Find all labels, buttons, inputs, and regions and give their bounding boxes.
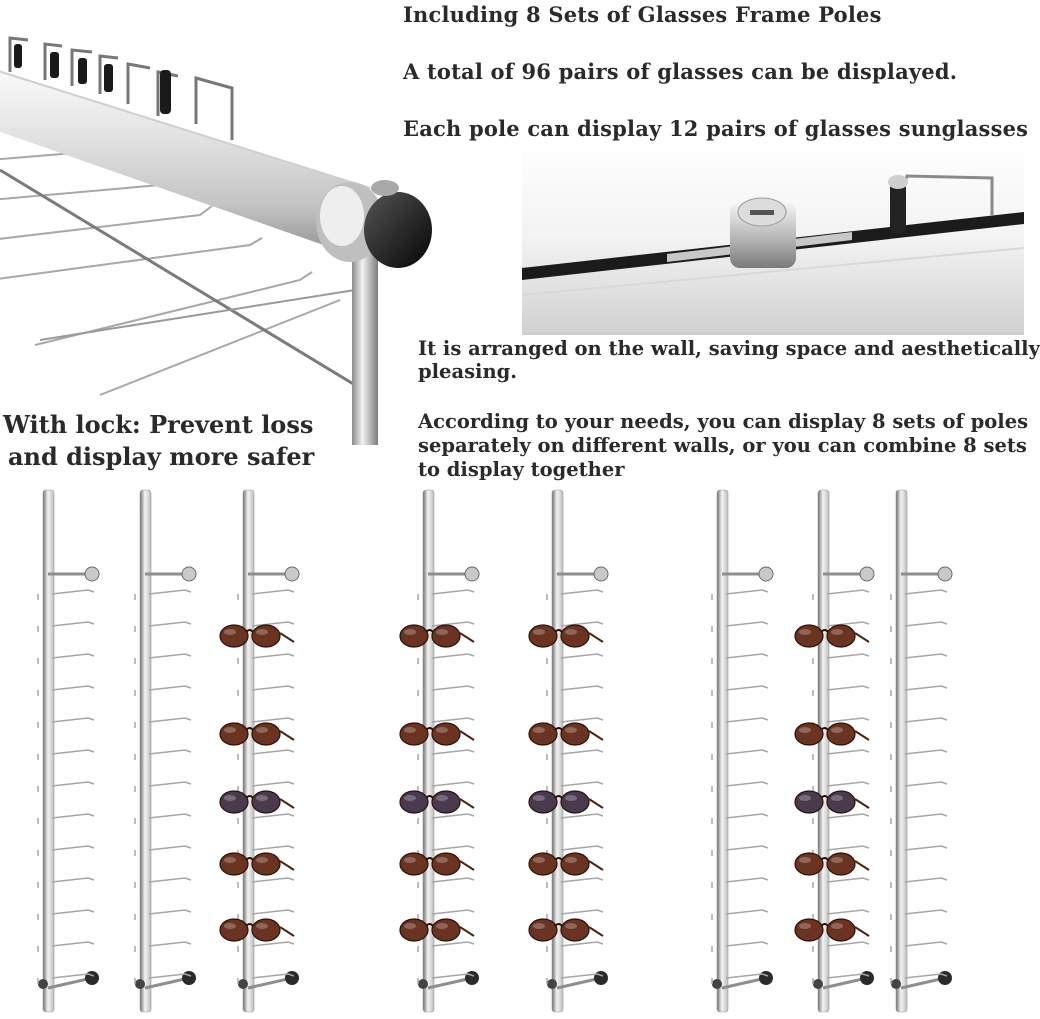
sunglasses	[528, 852, 604, 876]
display-pole	[711, 489, 774, 1013]
lock-closeup-photo	[521, 140, 1025, 335]
sunglasses	[219, 852, 295, 876]
sunglasses	[219, 790, 295, 814]
display-pole	[528, 489, 609, 1013]
headline-line-2: A total of 96 pairs of glasses can be di…	[403, 59, 958, 84]
sunglasses	[794, 624, 870, 648]
sunglasses	[528, 790, 604, 814]
sunglasses	[219, 722, 295, 746]
wall-note-line-2: pleasing.	[418, 360, 518, 383]
display-pole	[890, 489, 953, 1013]
sunglasses	[219, 624, 295, 648]
combine-note-line-1: According to your needs, you can display…	[418, 410, 1029, 433]
display-pole	[37, 489, 100, 1013]
sunglasses	[528, 722, 604, 746]
display-pole	[219, 489, 300, 1013]
sunglasses	[794, 790, 870, 814]
sunglasses	[794, 852, 870, 876]
sunglasses	[219, 918, 295, 942]
sunglasses	[528, 624, 604, 648]
display-pole	[134, 489, 197, 1013]
poles-display-photo	[0, 484, 1024, 1019]
pole-end-closeup-photo	[0, 0, 432, 445]
display-pole	[794, 489, 875, 1013]
sunglasses	[399, 722, 475, 746]
headline-line-1: Including 8 Sets of Glasses Frame Poles	[403, 2, 882, 27]
sunglasses	[794, 722, 870, 746]
sunglasses	[399, 918, 475, 942]
headline-line-3: Each pole can display 12 pairs of glasse…	[403, 116, 1029, 141]
wall-note-line-1: It is arranged on the wall, saving space…	[418, 337, 1040, 360]
sunglasses	[399, 852, 475, 876]
display-pole	[399, 489, 480, 1013]
lock-caption-line-1: With lock: Prevent loss	[3, 410, 314, 439]
sunglasses	[794, 918, 870, 942]
sunglasses	[399, 790, 475, 814]
sunglasses	[528, 918, 604, 942]
combine-note-line-2: separately on different walls, or you ca…	[418, 434, 1027, 457]
lock-caption-line-2: and display more safer	[8, 442, 315, 471]
sunglasses	[399, 624, 475, 648]
combine-note-line-3: to display together	[418, 458, 625, 481]
